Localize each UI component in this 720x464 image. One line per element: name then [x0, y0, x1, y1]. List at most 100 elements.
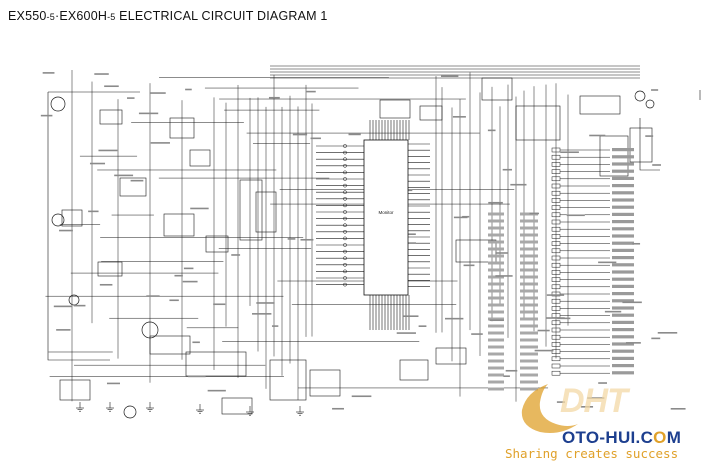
label-block [396, 332, 416, 334]
label-block [520, 352, 538, 356]
label-block [169, 299, 179, 302]
label-block [53, 305, 73, 308]
component-box [629, 127, 653, 163]
label-block [183, 267, 194, 270]
component-box [59, 379, 91, 401]
label-block [495, 252, 508, 254]
connector-pin [343, 243, 347, 247]
label-block [150, 142, 170, 144]
label-block [488, 261, 504, 265]
connector-pin [343, 203, 347, 208]
connector-pin [343, 196, 347, 201]
label-block [520, 324, 538, 328]
label-block [445, 317, 464, 320]
label-block [256, 302, 275, 304]
label-block [94, 73, 109, 75]
label-block [99, 283, 113, 286]
label-block [59, 229, 73, 232]
label-block [292, 133, 308, 136]
label-block [452, 116, 466, 118]
label-block [612, 227, 634, 231]
terminal [551, 334, 561, 340]
component-box [99, 109, 123, 125]
label-block [546, 294, 565, 296]
label-block [488, 359, 504, 363]
label-block [652, 164, 661, 166]
label-block [612, 184, 634, 188]
connector-pin [343, 282, 347, 287]
component-box [435, 347, 467, 365]
wire [639, 118, 660, 171]
label-block [89, 162, 106, 165]
terminal [551, 291, 561, 297]
label-block [520, 380, 538, 384]
terminal [551, 327, 561, 333]
connector-pin [343, 216, 347, 221]
component-box [239, 179, 263, 241]
label-block [130, 179, 144, 182]
label-block [505, 369, 518, 372]
label-block [503, 375, 510, 377]
label-block [287, 238, 296, 240]
connector-pin [343, 177, 347, 181]
terminal [551, 190, 561, 196]
terminal [551, 183, 561, 189]
terminal [551, 255, 561, 261]
component-box [255, 191, 277, 233]
label-block [149, 92, 166, 94]
label-block [529, 212, 540, 215]
terminal [551, 306, 561, 311]
terminal [551, 205, 561, 210]
label-block [98, 149, 118, 152]
label-block [520, 345, 538, 349]
wiring-lines [45, 65, 701, 416]
label-block [612, 277, 634, 281]
label-block [520, 219, 538, 223]
connector-pin [343, 157, 347, 162]
terminal [551, 234, 561, 239]
label-block [502, 168, 512, 171]
label-block [520, 247, 538, 251]
label-block [268, 96, 280, 99]
label-block [651, 337, 661, 340]
label-block [488, 310, 504, 314]
connector-pin [343, 183, 347, 188]
label-block [471, 333, 483, 335]
component-labels [40, 72, 686, 410]
label-block [231, 254, 241, 256]
label-block [488, 275, 504, 279]
label-block [56, 329, 71, 331]
component-box [515, 105, 561, 141]
terminal [551, 176, 561, 182]
connector-pin [343, 170, 347, 175]
connector-pin [343, 269, 347, 274]
label-block [520, 233, 538, 237]
label-block [488, 201, 503, 204]
label-block [190, 207, 209, 210]
label-block [520, 275, 538, 279]
connector-pin [343, 223, 347, 228]
component-box [185, 351, 247, 377]
label-block [114, 174, 134, 177]
label-block [306, 90, 316, 93]
connector-pin [343, 249, 347, 254]
label-block [598, 382, 607, 384]
label-block [520, 373, 538, 377]
component-box [481, 77, 513, 101]
label-block [612, 349, 634, 353]
label-block [488, 289, 504, 293]
watermark-brand: OTO-HUI.COM [562, 428, 682, 447]
monitor-label: Monitor [378, 210, 394, 215]
label-block [612, 148, 634, 152]
component-box [163, 213, 195, 237]
wire [47, 92, 110, 361]
connector-pin [343, 190, 347, 195]
terminal [551, 162, 561, 167]
connector-pin [343, 144, 347, 148]
terminal [551, 219, 561, 225]
label-block [300, 238, 314, 241]
label-block [520, 317, 538, 321]
label-block [534, 349, 554, 352]
label-block [488, 240, 504, 244]
label-block [488, 366, 504, 370]
